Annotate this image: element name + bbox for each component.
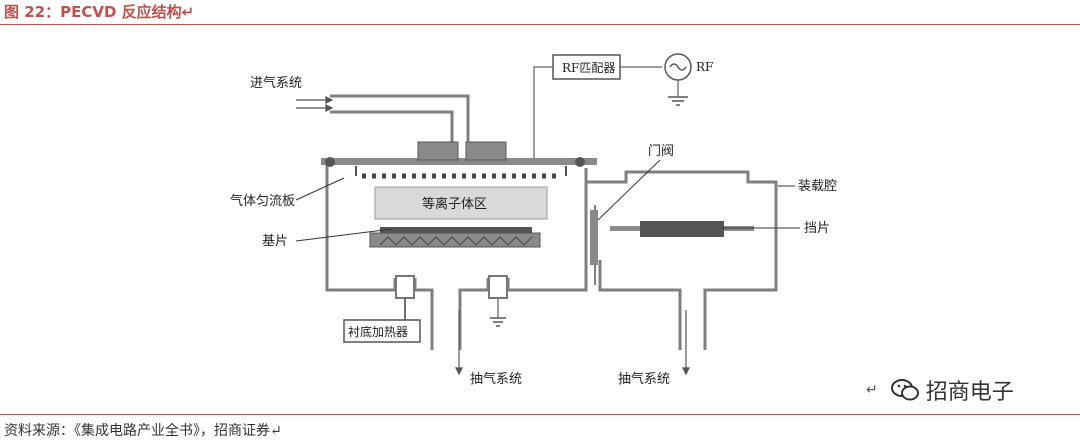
showerhead-leader [295,177,345,201]
label-exhaust-left: 抽气系统 [470,371,522,387]
load-lock-wall [584,170,778,350]
source-note: 资料来源：《集成电路产业全书》，招商证券↵ [4,423,282,439]
figure-title: 图 22：PECVD 反应结构↵ [4,3,195,21]
title-rule [0,24,1080,25]
seal-right [575,157,585,167]
substrate [380,227,532,233]
label-rf-match: RF匹配器 [562,61,615,75]
heater-box [343,319,421,343]
footer-rule [0,414,1080,415]
chamber-lid [321,158,597,165]
load-lock-bottom [598,260,682,350]
shutter-block [640,221,724,237]
lid-block-left [417,141,459,161]
label-shutter: 挡片 [804,221,830,236]
heater-feedthrough [395,275,415,299]
heater-coil [379,236,533,246]
rf-line [533,66,553,160]
label-heater: 衬底加热器 [348,324,408,339]
plasma-region [374,186,548,220]
watermark-text: 招商电子 [925,380,1014,405]
label-plasma: 等离子体区 [422,196,487,212]
watermark: ↵ 招商电子 [866,374,1014,406]
seal-left [325,157,335,167]
label-showerhead: 气体匀流板 [230,193,295,209]
wechat-icon [890,379,919,401]
gate-valve-leader [597,159,661,221]
rf-match-box [552,54,621,80]
ground-feedthrough [488,275,508,299]
label-gate-valve: 门阀 [648,144,674,159]
return-mark: ↵ [866,382,878,398]
label-gas-inlet: 进气系统 [250,75,302,91]
label-substrate: 基片 [262,234,288,249]
label-rf: RF [696,60,713,74]
substrate-leader [295,228,393,242]
lid-block-right [465,141,507,161]
gas-inlet-pipe-inner [330,110,454,145]
gas-inlet-pipe-outer [330,94,470,145]
gate-valve-plate [590,210,598,265]
label-load-lock: 装载腔 [798,179,837,194]
chamber-mid-bottom [458,278,490,350]
label-exhaust-right: 抽气系统 [618,371,670,387]
